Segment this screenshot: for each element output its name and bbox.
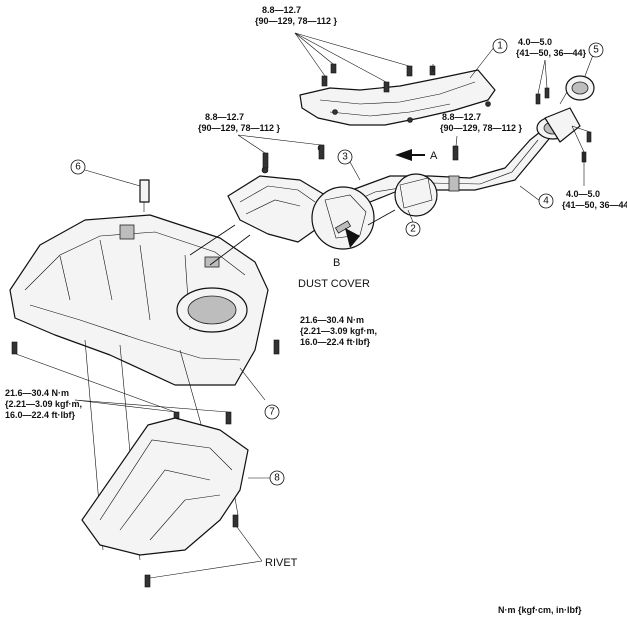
filler-neck (536, 107, 581, 143)
tank-bolt (273, 339, 280, 355)
callout-5: 5 (584, 42, 604, 77)
svg-text:{90—129, 78—112 }: {90—129, 78—112 } (198, 123, 281, 133)
svg-text:{2.21—3.09 kgf·m,: {2.21—3.09 kgf·m, (5, 399, 82, 409)
callout-6: 6 (70, 159, 86, 175)
torque-label-top-clamp: 8.8—12.7 {90—129, 78—112 } (255, 5, 338, 26)
rivet (144, 574, 151, 588)
svg-text:21.6—30.4 N·m: 21.6—30.4 N·m (5, 388, 69, 398)
torque-label-tank-right: 21.6—30.4 N·m {2.21—3.09 kgf·m, 16.0—22.… (300, 315, 377, 347)
callout-7: 7 (264, 404, 280, 420)
callout-3: 3 (337, 149, 361, 181)
cap-bolt (535, 93, 541, 105)
part-7-fuel-tank (9, 214, 269, 386)
svg-text:4.0—5.0: 4.0—5.0 (566, 189, 600, 199)
torque-label-mid-right: 8.8—12.7 {90—129, 78—112 } (440, 112, 523, 133)
svg-text:{41—50, 36—44}: {41—50, 36—44} (562, 200, 627, 210)
svg-text:4.0—5.0: 4.0—5.0 (518, 37, 552, 47)
svg-text:2: 2 (410, 224, 416, 235)
svg-text:16.0—22.4 ft·lbf}: 16.0—22.4 ft·lbf} (300, 337, 371, 347)
torque-label-cap-side: 4.0—5.0 {41—50, 36—44} (562, 189, 627, 210)
cap-bolt (544, 87, 550, 99)
pipe-bolt (452, 145, 459, 161)
tank-bolt (225, 411, 232, 425)
svg-text:8: 8 (274, 473, 280, 484)
svg-text:1: 1 (497, 41, 503, 52)
svg-text:4: 4 (543, 196, 549, 207)
svg-text:5: 5 (593, 45, 599, 56)
callout-8: 8 (248, 470, 285, 486)
dust-cover-bracket (227, 144, 326, 243)
svg-text:{2.21—3.09 kgf·m,: {2.21—3.09 kgf·m, (300, 326, 377, 336)
connector-detail (394, 173, 438, 217)
svg-text:21.6—30.4 N·m: 21.6—30.4 N·m (300, 315, 364, 325)
callout-1: 1 (469, 38, 508, 79)
svg-text:{90—129, 78—112 }: {90—129, 78—112 } (440, 123, 523, 133)
svg-text:8.8—12.7: 8.8—12.7 (442, 112, 481, 122)
svg-text:3: 3 (342, 152, 348, 163)
part-1-protector (299, 69, 496, 126)
units-note: N·m {kgf·cm, in·lbf} (498, 605, 582, 615)
arrow-b-label: B (333, 257, 340, 269)
callout-2: 2 (405, 209, 421, 237)
arrow-a (395, 149, 425, 161)
rivet (232, 514, 239, 528)
callout-4: 4 (519, 185, 554, 209)
part-1-bolts (321, 63, 436, 93)
torque-label-tank-left: 21.6—30.4 N·m {2.21—3.09 kgf·m, 16.0—22.… (5, 388, 82, 420)
tank-bolt (11, 341, 18, 355)
torque-label-cap-top: 4.0—5.0 {41—50, 36—44} (516, 37, 587, 58)
svg-text:16.0—22.4 ft·lbf}: 16.0—22.4 ft·lbf} (5, 410, 76, 420)
dust-cover-label: DUST COVER (298, 278, 370, 290)
svg-text:8.8—12.7: 8.8—12.7 (205, 112, 244, 122)
rivet-label: RIVET (265, 557, 298, 569)
dust-cover-detail (311, 186, 375, 250)
part-8-under-guard (81, 417, 249, 556)
arrow-b (345, 228, 360, 248)
svg-text:{90—129, 78—112 }: {90—129, 78—112 } (255, 16, 338, 26)
part-5-cap (559, 75, 595, 105)
cap-bolt (586, 131, 592, 143)
arrow-a-label: A (430, 150, 438, 162)
svg-text:6: 6 (75, 162, 81, 173)
svg-text:{41—50, 36—44}: {41—50, 36—44} (516, 48, 587, 58)
svg-text:7: 7 (269, 407, 275, 418)
torque-label-mid-left: 8.8—12.7 {90—129, 78—112 } (198, 112, 281, 133)
part-6-valve (84, 169, 150, 212)
svg-text:8.8—12.7: 8.8—12.7 (262, 5, 301, 15)
